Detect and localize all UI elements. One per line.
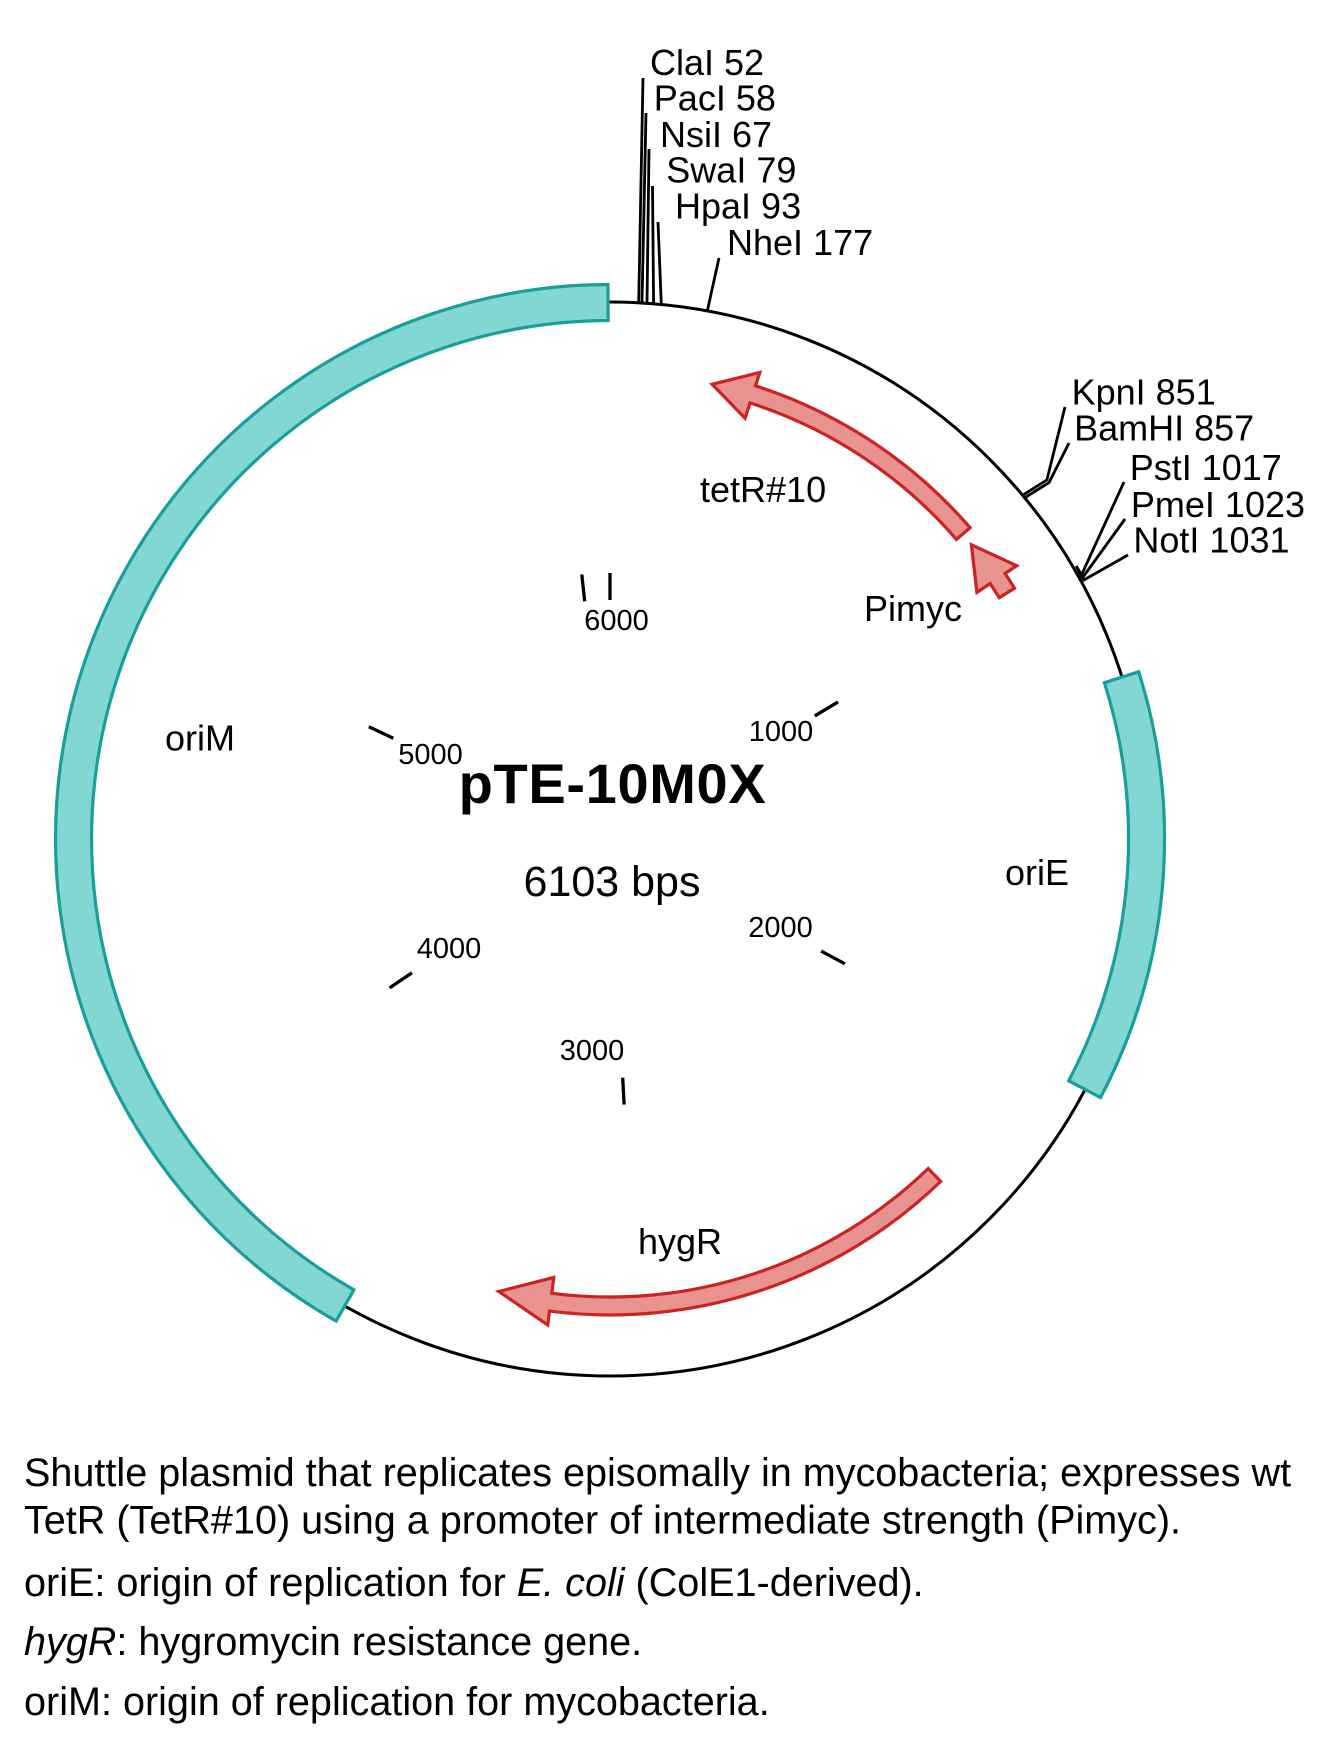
svg-text:1000: 1000 — [749, 716, 814, 748]
svg-text:PstI 1017: PstI 1017 — [1130, 447, 1282, 488]
svg-text:6000: 6000 — [584, 605, 649, 637]
svg-text:3000: 3000 — [560, 1035, 625, 1067]
svg-text:KpnI 851: KpnI 851 — [1072, 372, 1216, 413]
svg-text:5000: 5000 — [398, 739, 463, 771]
svg-text:hygR: hygromycin resistance ge: hygR: hygromycin resistance gene. — [24, 1620, 642, 1664]
svg-text:Pimyc: Pimyc — [864, 588, 962, 629]
svg-text:pTE-10M0X: pTE-10M0X — [459, 752, 767, 815]
svg-text:NotI 1031: NotI 1031 — [1133, 520, 1289, 561]
svg-text:oriM: origin of replication fo: oriM: origin of replication for mycobact… — [24, 1680, 770, 1724]
svg-text:ClaI 52: ClaI 52 — [650, 42, 764, 83]
svg-text:4000: 4000 — [417, 933, 482, 965]
svg-text:HpaI 93: HpaI 93 — [675, 185, 801, 226]
svg-text:tetR#10: tetR#10 — [700, 469, 826, 510]
svg-text:6103 bps: 6103 bps — [524, 858, 701, 906]
svg-text:oriE: oriE — [1005, 852, 1069, 893]
svg-text:oriE: origin of replication fo: oriE: origin of replication for E. coli … — [24, 1561, 924, 1605]
svg-text:hygR: hygR — [638, 1221, 722, 1262]
svg-text:Shuttle plasmid that replicate: Shuttle plasmid that replicates episomal… — [24, 1451, 1291, 1495]
svg-text:NsiI 67: NsiI 67 — [660, 114, 772, 155]
svg-text:TetR (TetR#10) using a promote: TetR (TetR#10) using a promoter of inter… — [24, 1499, 1181, 1543]
svg-text:2000: 2000 — [748, 912, 813, 944]
svg-text:PmeI 1023: PmeI 1023 — [1131, 484, 1305, 525]
svg-text:SwaI 79: SwaI 79 — [666, 150, 796, 191]
svg-text:PacI 58: PacI 58 — [654, 78, 776, 119]
svg-text:oriM: oriM — [165, 718, 235, 759]
svg-text:BamHI 857: BamHI 857 — [1074, 407, 1254, 448]
svg-text:NheI 177: NheI 177 — [727, 222, 873, 263]
